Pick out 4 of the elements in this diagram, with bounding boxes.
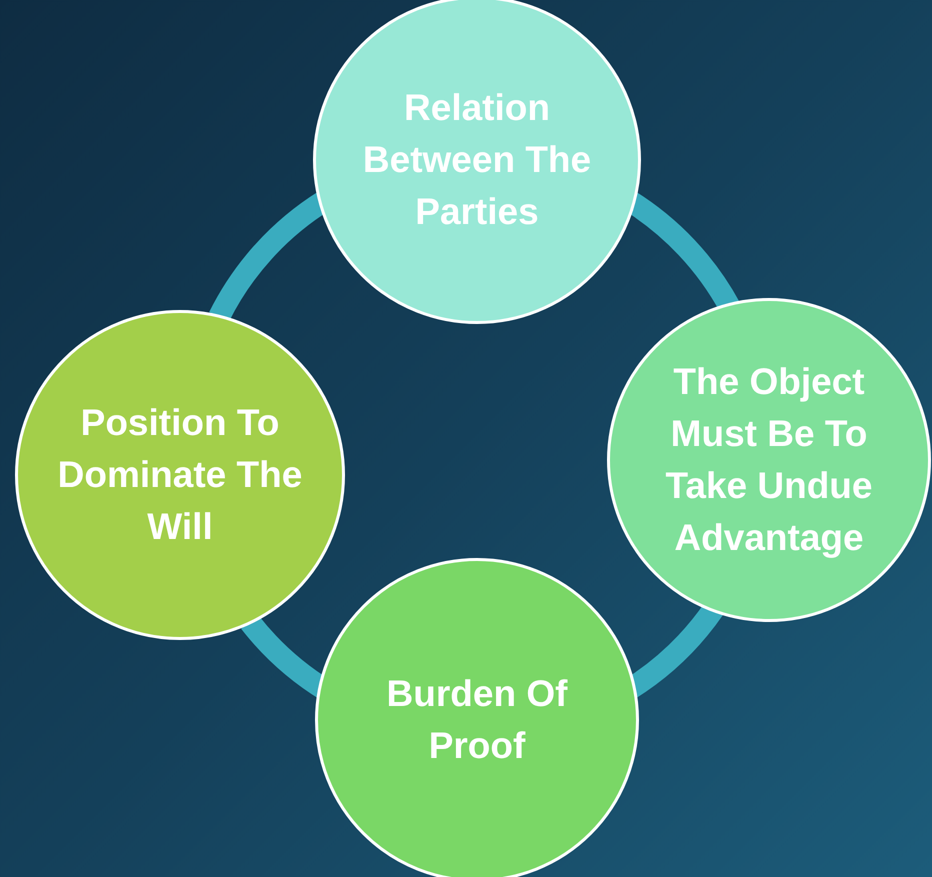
topic-label: Relation Between The Parties <box>362 86 592 234</box>
topic-label: Position To Dominate The Will <box>56 401 304 549</box>
topic-label: Burden Of Proof <box>386 672 568 768</box>
topic-label: The Object Must Be To Take Undue Advantage <box>664 360 874 560</box>
